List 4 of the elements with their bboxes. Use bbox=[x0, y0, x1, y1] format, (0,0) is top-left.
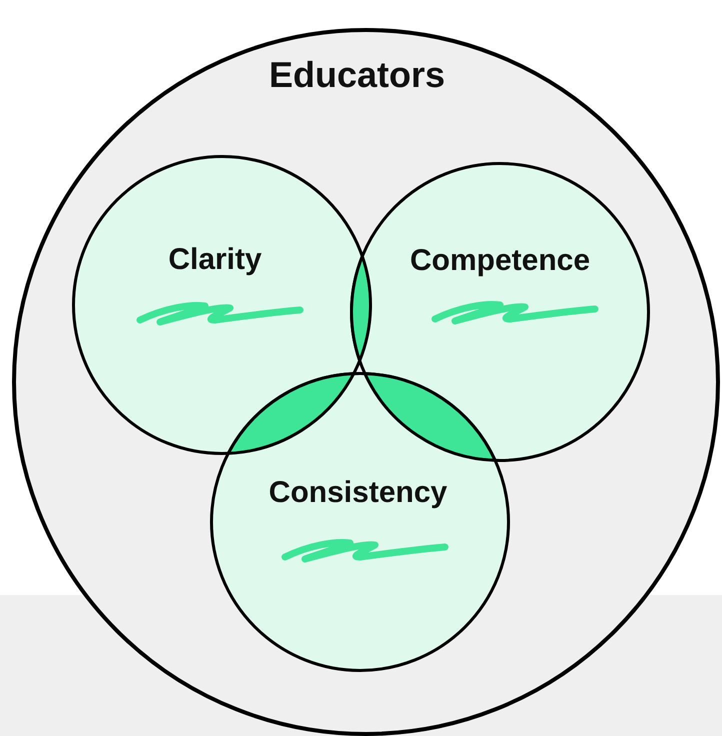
set-label: Competence bbox=[410, 244, 590, 278]
set-label: Clarity bbox=[168, 243, 262, 277]
set-title: Educators bbox=[268, 54, 446, 96]
set-label: Consistency bbox=[268, 476, 448, 510]
